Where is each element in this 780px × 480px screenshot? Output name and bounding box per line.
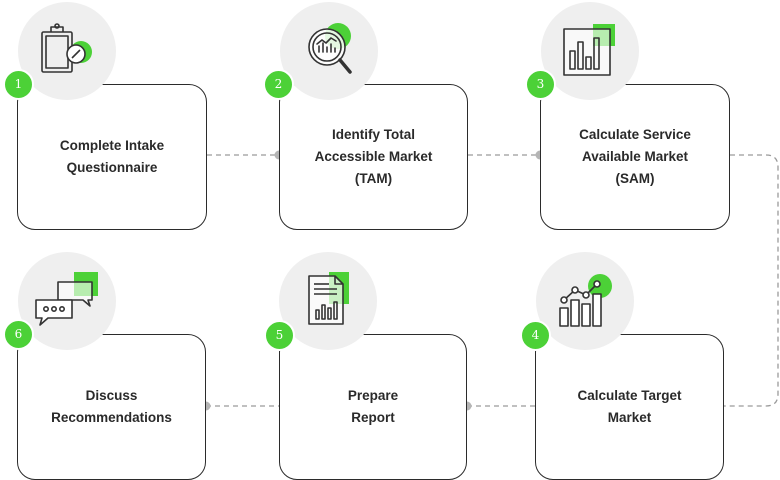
clipboard-check-icon — [18, 2, 116, 100]
step-card-1: Complete Intake Questionnaire — [17, 84, 207, 230]
step-label: Complete Intake Questionnaire — [48, 135, 176, 179]
step-card-2: Identify Total Accessible Market (TAM) — [279, 84, 468, 230]
step-number-badge: 2 — [263, 69, 294, 100]
step-number-badge: 5 — [264, 320, 295, 351]
step-label: Prepare Report — [336, 385, 410, 429]
step-label-line: Discuss — [85, 388, 138, 403]
step-label-line: Questionnaire — [66, 160, 158, 175]
step-number-badge: 6 — [3, 319, 34, 350]
step-label-line: Calculate Target — [577, 388, 682, 403]
step-label-line: Calculate Service — [579, 127, 691, 142]
step-card-6: Discuss Recommendations — [17, 334, 206, 480]
step-label: Calculate Service Available Market (SAM) — [567, 124, 703, 190]
magnifier-chart-icon — [280, 2, 378, 100]
trend-chart-icon — [536, 252, 634, 350]
step-label-line: Complete Intake — [59, 138, 165, 153]
step-label-line: Market — [607, 410, 652, 425]
step-number-badge: 1 — [3, 69, 34, 100]
step-label: Discuss Recommendations — [39, 385, 184, 429]
step-card-4: Calculate Target Market — [535, 334, 724, 480]
step-label: Calculate Target Market — [565, 385, 693, 429]
step-label-line: Report — [351, 410, 395, 425]
bar-chart-icon — [541, 2, 639, 100]
step-label-line: Recommendations — [51, 410, 172, 425]
chat-bubbles-icon — [18, 252, 116, 350]
step-label: Identify Total Accessible Market (TAM) — [303, 124, 445, 190]
step-label-line: (SAM) — [615, 171, 655, 186]
step-label-line: Accessible Market — [314, 149, 433, 164]
connector-3-4 — [724, 154, 779, 407]
step-card-3: Calculate Service Available Market (SAM) — [540, 84, 730, 230]
step-label-line: Identify Total — [331, 127, 415, 142]
step-label-line: (TAM) — [354, 171, 393, 186]
step-label-line: Available Market — [581, 149, 689, 164]
step-card-5: Prepare Report — [279, 334, 467, 480]
report-document-icon — [279, 252, 377, 350]
step-label-line: Prepare — [347, 388, 399, 403]
step-number-badge: 3 — [525, 69, 556, 100]
step-number-badge: 4 — [520, 320, 551, 351]
